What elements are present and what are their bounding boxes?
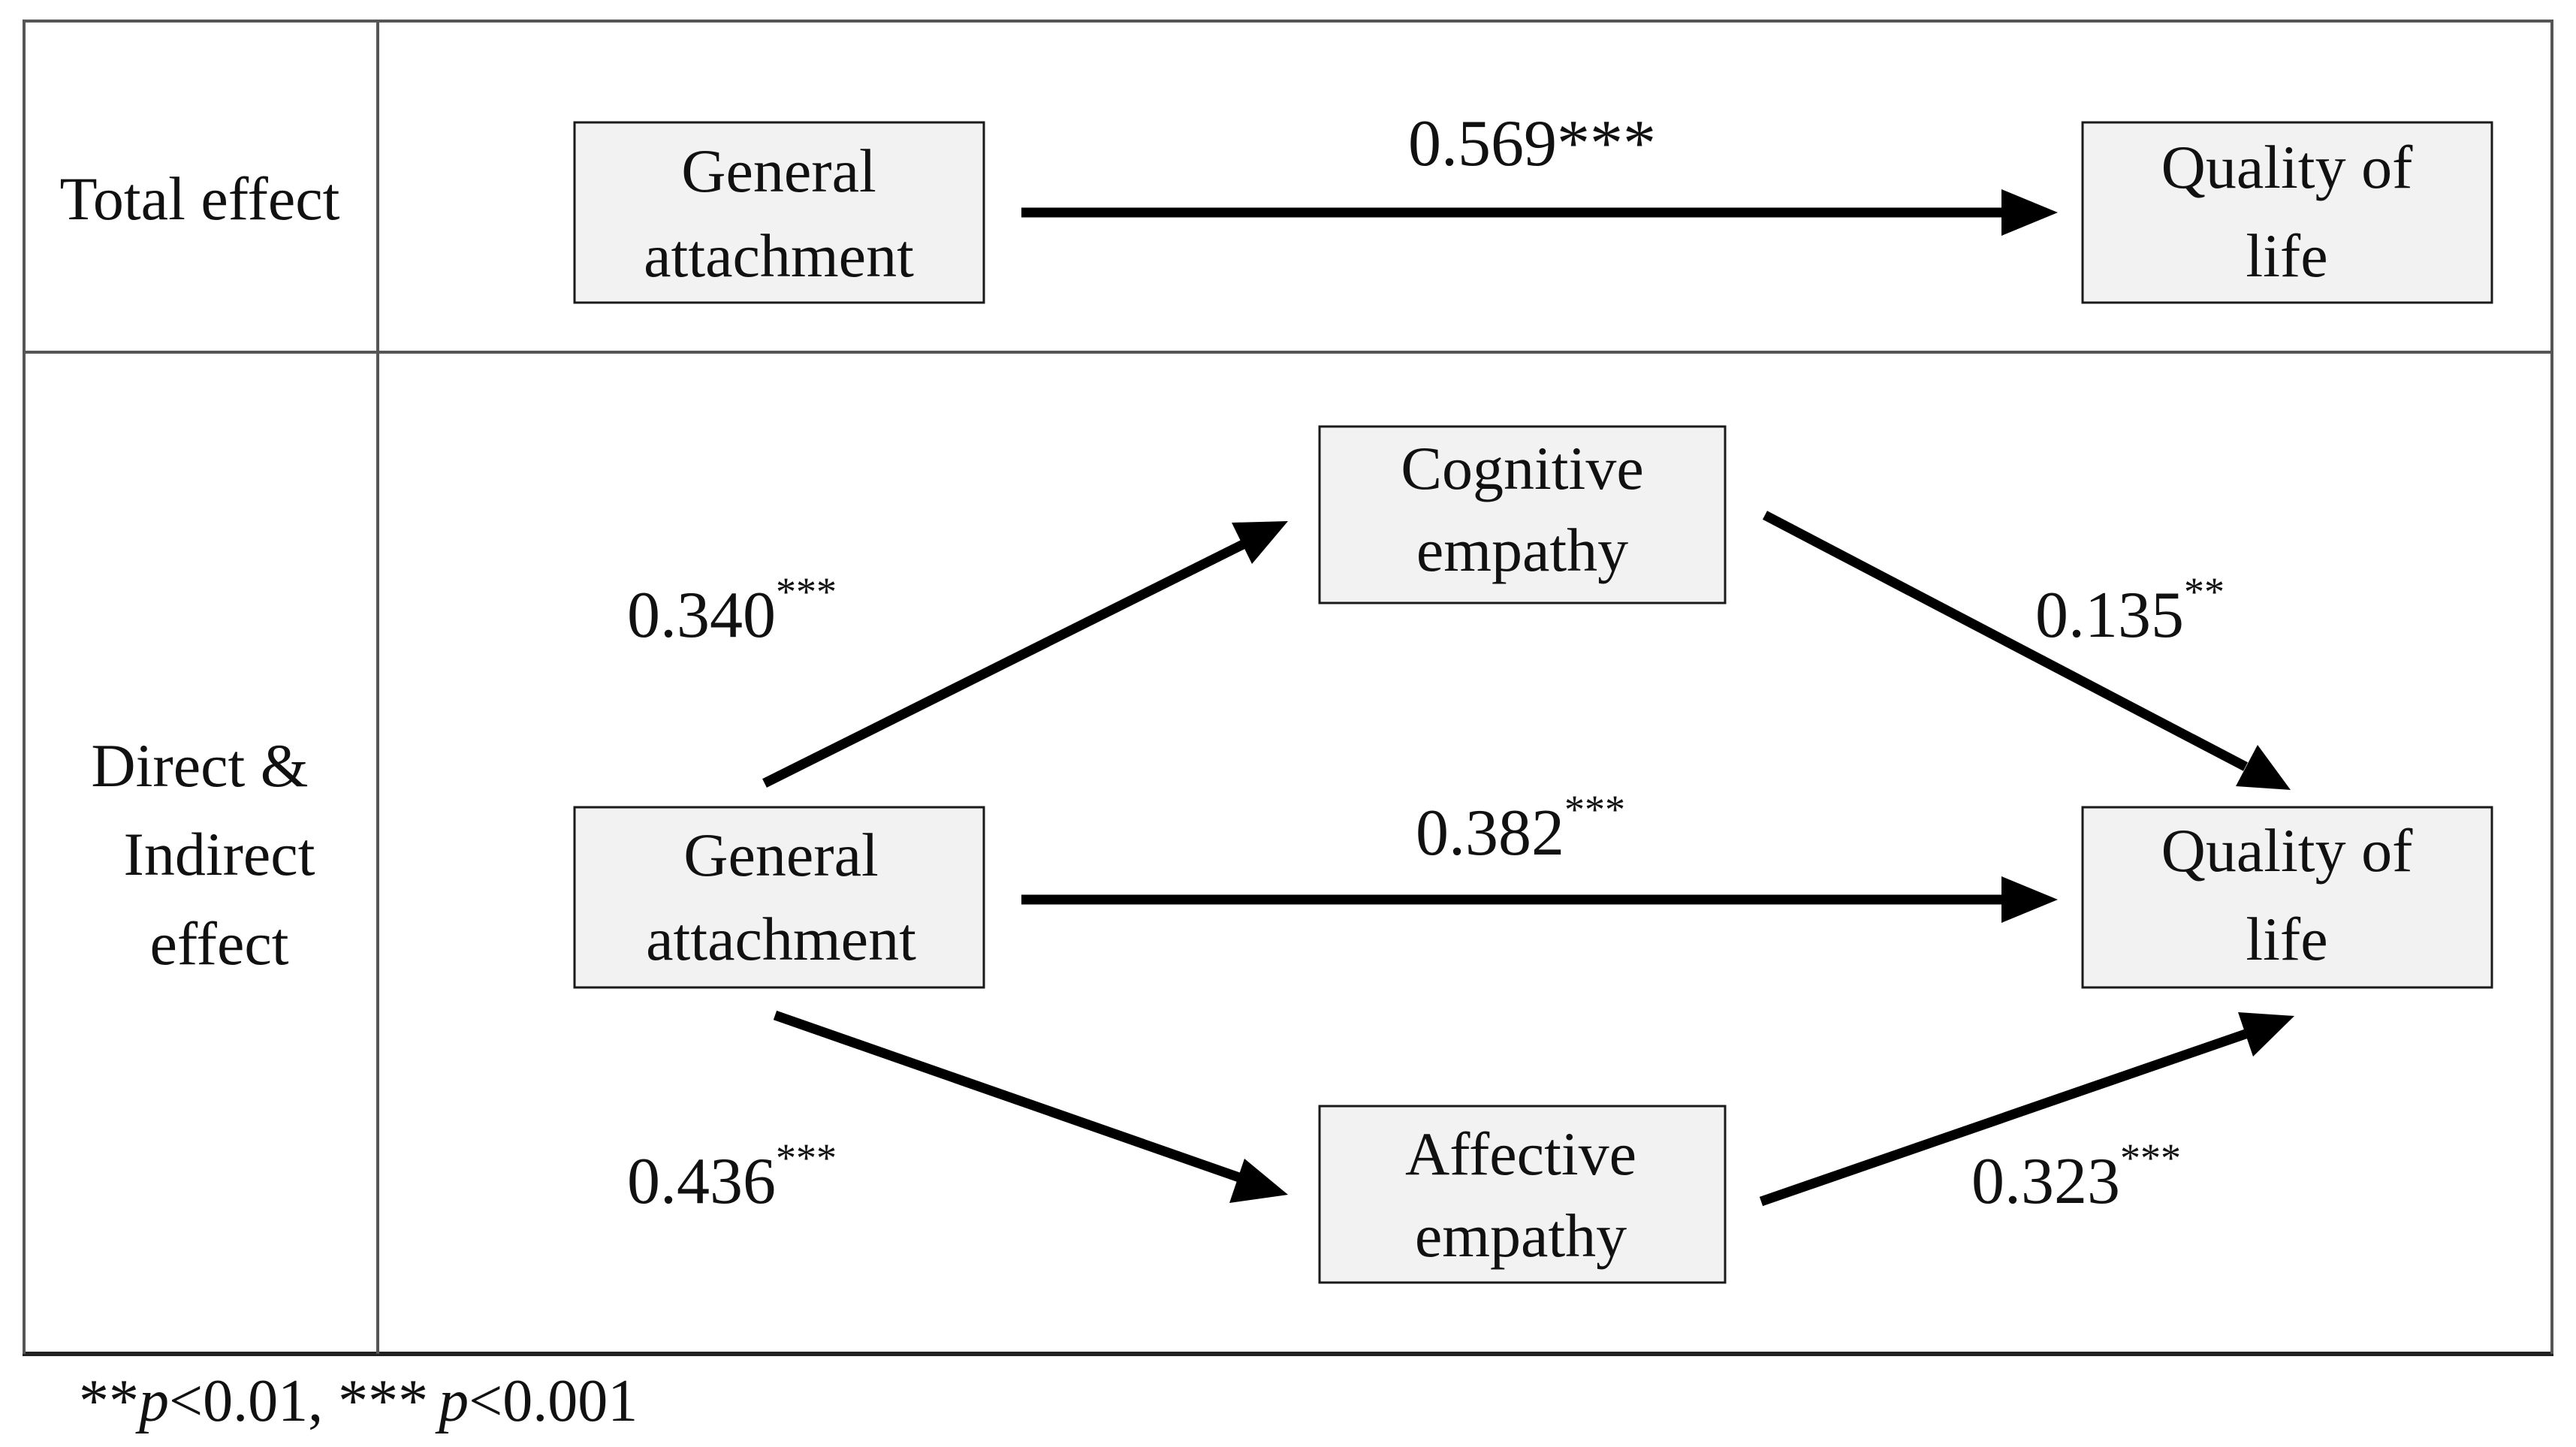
coefficient-value: 0.382 [1416, 797, 1564, 870]
node-box [2081, 806, 2493, 989]
arrow-shaft [762, 540, 1245, 788]
coefficient-attachment-to-affective: 0.436*** [627, 1135, 837, 1218]
significance-footnote: **p<0.01, ***p<0.001 [79, 1368, 638, 1434]
arrow-attachment-to-cognitive [762, 521, 1288, 788]
coefficient-affective-to-quality-of-life: 0.323*** [1971, 1135, 2181, 1218]
coefficient-value: 0.436 [627, 1145, 776, 1218]
node-total-general-attachment: General attachment [573, 121, 985, 304]
arrow-shaft [1762, 511, 2249, 771]
node-label-line-2: attachment [646, 905, 916, 973]
node-label-line-1: General [683, 821, 879, 889]
node-label-line-2: life [2246, 905, 2327, 973]
node-box [573, 121, 985, 304]
coefficient-attachment-to-cognitive: 0.340*** [627, 569, 837, 652]
arrow-affective-to-quality-of-life [1759, 1012, 2294, 1207]
node-box [1318, 1105, 1727, 1284]
arrow-shaft [1759, 1029, 2248, 1207]
table-frame [23, 20, 2553, 1356]
coefficient-attachment-to-quality-of-life: 0.382*** [1416, 787, 1625, 870]
arrow-head [1229, 1159, 1288, 1203]
footnote-stars-01: ** [79, 1368, 139, 1434]
node-general-attachment: General attachment [573, 806, 985, 989]
arrow-cognitive-to-quality-of-life [1762, 511, 2291, 790]
row-label-line-1: Direct & [91, 731, 308, 800]
node-label-line-2: life [2246, 222, 2327, 290]
row-label-line-2: Indirect [124, 820, 315, 888]
arrow-shaft [773, 1010, 1241, 1183]
node-cognitive-empathy: Cognitive empathy [1318, 425, 1727, 604]
node-quality-of-life: Quality of life [2081, 806, 2493, 989]
footnote-threshold-01: <0.01, [169, 1368, 338, 1434]
node-label-line-1: General [681, 137, 876, 205]
significance-stars: ** [2184, 569, 2225, 614]
arrow-head [2238, 1012, 2294, 1057]
node-label-line-1: Quality of [2161, 133, 2413, 201]
significance-stars: *** [1557, 107, 1656, 180]
node-label-line-2: attachment [644, 222, 914, 290]
coefficient-value: 0.323 [1971, 1145, 2120, 1218]
node-label-line-1: Affective [1405, 1120, 1636, 1188]
coefficient-total: 0.569*** [1408, 107, 1656, 180]
significance-stars: *** [776, 569, 837, 614]
node-label-line-2: empathy [1415, 1201, 1627, 1270]
significance-stars: *** [776, 1135, 837, 1180]
footnote-stars-001: *** [338, 1368, 428, 1434]
footnote-p-01: p [135, 1368, 169, 1434]
coefficient-value: 0.569 [1408, 107, 1557, 180]
node-box [1318, 425, 1727, 604]
footnote-p-001: p [435, 1368, 469, 1434]
row-label-line-3: effect [149, 909, 288, 978]
node-label-line-1: Cognitive [1401, 434, 1643, 502]
row-label-direct-indirect: Direct & Indirect effect [91, 731, 315, 978]
node-affective-empathy: Affective empathy [1318, 1105, 1727, 1284]
node-box [573, 806, 985, 989]
arrow-total-effect [1021, 189, 2058, 236]
coefficient-value: 0.135 [2035, 579, 2184, 652]
arrow-attachment-to-quality-of-life [1021, 876, 2058, 923]
node-total-quality-of-life: Quality of life [2081, 121, 2493, 304]
arrow-head [1232, 521, 1288, 564]
coefficient-cognitive-to-quality-of-life: 0.135** [2035, 569, 2225, 652]
row-label-total-effect: Total effect [60, 164, 340, 233]
significance-stars: *** [1564, 787, 1625, 832]
arrow-head [2236, 745, 2291, 790]
arrow-attachment-to-affective [773, 1010, 1288, 1203]
node-label-line-2: empathy [1416, 516, 1628, 584]
node-box [2081, 121, 2493, 304]
arrow-head [2001, 189, 2058, 236]
footnote-threshold-001: <0.001 [469, 1368, 638, 1434]
arrow-head [2001, 876, 2058, 923]
coefficient-value: 0.340 [627, 579, 776, 652]
node-label-line-1: Quality of [2161, 816, 2413, 885]
significance-stars: *** [2120, 1135, 2181, 1180]
